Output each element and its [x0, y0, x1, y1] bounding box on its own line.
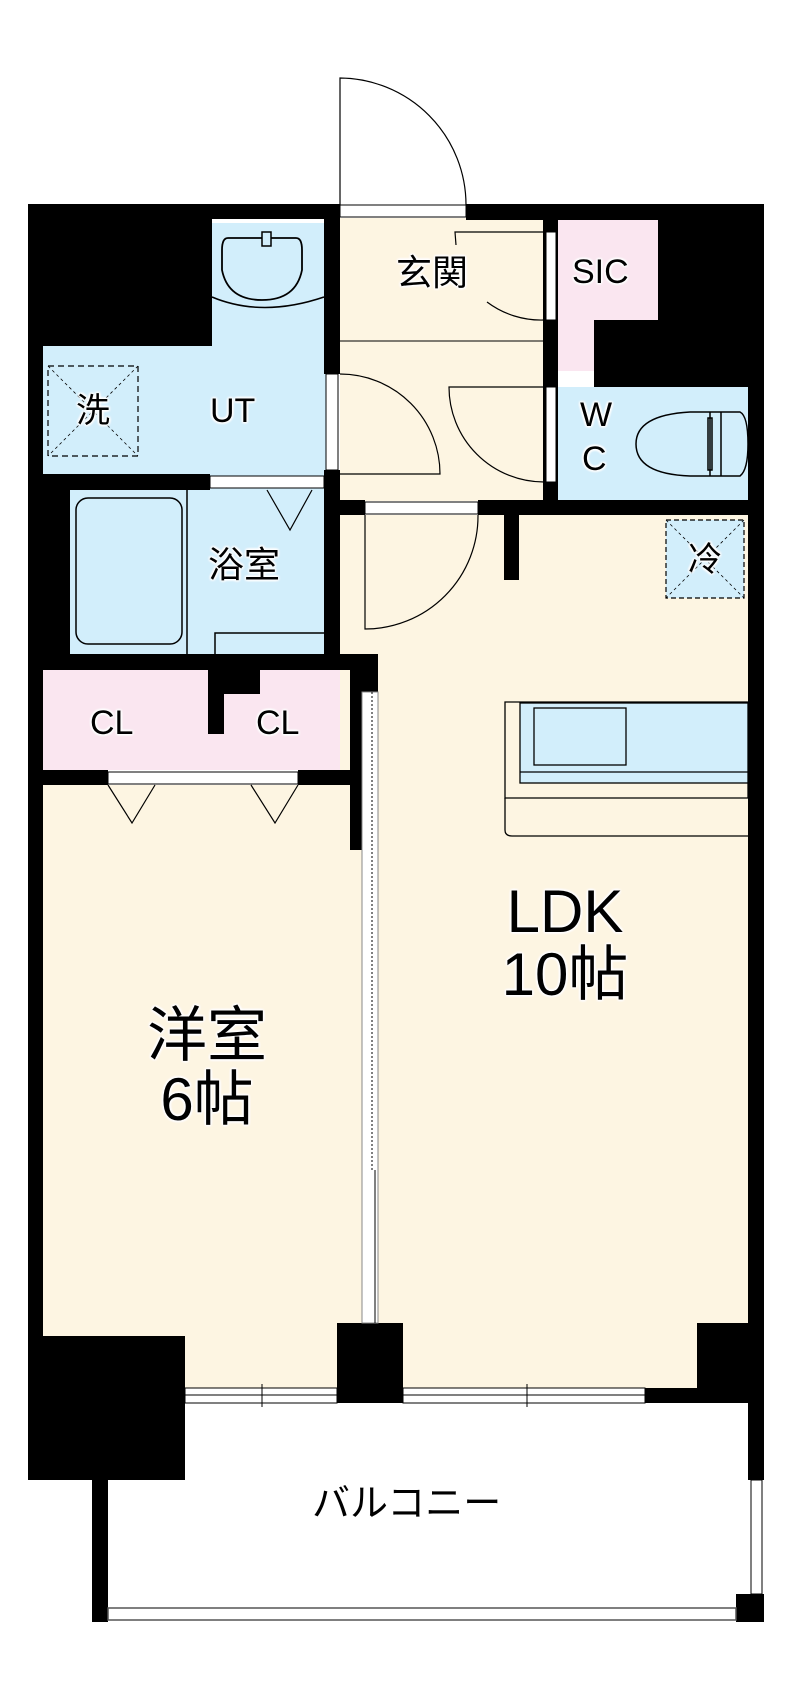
- wc-door-frame: [545, 386, 557, 483]
- wc-label-c: C: [582, 440, 607, 478]
- western-room-floor: [43, 785, 363, 1390]
- door-swings: [107, 77, 545, 825]
- ldk-door-frame: [364, 501, 479, 515]
- closet-right-label: CL: [256, 704, 300, 742]
- bath-door-frame: [209, 475, 325, 489]
- sic-label: SIC: [572, 253, 629, 291]
- toilet-icon: [635, 411, 749, 477]
- ut-floor: [43, 218, 326, 476]
- fridge-label: 冷: [688, 540, 722, 580]
- wc-floor: [558, 387, 748, 500]
- closet-left-label: CL: [90, 704, 134, 742]
- western-room-size: 6帖: [160, 1066, 254, 1133]
- sic-floor: [558, 220, 658, 371]
- ldk-size: 10帖: [501, 941, 629, 1008]
- room-fills: [43, 218, 748, 1390]
- fridge-space-icon: [665, 519, 745, 599]
- sic-door-swing: [454, 231, 545, 321]
- wc-label-w: W: [580, 396, 613, 434]
- closet-floor: [43, 670, 350, 770]
- balcony-rail-bottom: [107, 1607, 737, 1621]
- ldk-label: LDK 10帖: [470, 880, 660, 1006]
- walls: [28, 204, 764, 1622]
- closet-door-frame: [107, 771, 299, 785]
- sic-door-frame: [545, 231, 557, 321]
- bathtub-icon: [75, 497, 183, 645]
- sink-icon: [221, 237, 303, 301]
- kitchen-counter-icon: [504, 701, 749, 837]
- washer-label: 洗: [76, 391, 110, 431]
- ut-label: UT: [210, 392, 256, 430]
- ldk-name: LDK: [506, 878, 624, 945]
- wc-door-swing: [448, 386, 545, 483]
- ut-door-frame: [325, 373, 339, 471]
- partition-sliding-door: [361, 691, 379, 1324]
- balcony-rail-right: [750, 1479, 763, 1595]
- genkan-label: 玄関: [396, 253, 469, 294]
- ldk-door-swing: [364, 514, 479, 630]
- entrance-door-swing: [339, 77, 467, 206]
- bath-floor: [70, 488, 326, 656]
- genkan-floor: [340, 218, 544, 501]
- washer-pan-icon: [47, 365, 139, 457]
- ut-door-swing: [339, 373, 441, 475]
- western-room-label: 洋室 6帖: [112, 1001, 302, 1133]
- western-room-name: 洋室: [147, 1001, 267, 1071]
- bath-label: 浴室: [208, 545, 281, 586]
- openings: [107, 204, 763, 1621]
- fixtures: [47, 231, 749, 837]
- ldk-floor: [340, 515, 748, 1390]
- entrance-door-frame: [339, 204, 467, 218]
- balcony-label: バルコニー: [312, 1481, 502, 1525]
